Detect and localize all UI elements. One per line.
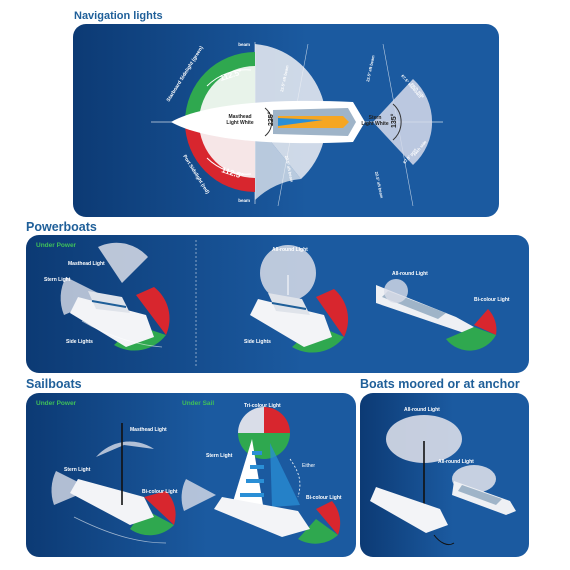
tricolour-red bbox=[264, 407, 290, 433]
allround-light-label-2: All-round Light bbox=[438, 459, 474, 465]
powerboats-panel: Under Power Masthead Light Stern Light S… bbox=[26, 235, 529, 373]
sail-bicolour-label: Bi-colour Light bbox=[142, 489, 178, 495]
beam-bottom-label: beam bbox=[238, 198, 250, 203]
under-power-label: Under Power bbox=[36, 242, 77, 249]
powerboats-title: Powerboats bbox=[26, 220, 97, 234]
masthead-light-sector bbox=[98, 242, 148, 283]
boat-sail-accent bbox=[278, 118, 323, 126]
tricolour-green bbox=[238, 433, 290, 459]
moored-sailboat-hull bbox=[370, 487, 448, 533]
bicolour-red bbox=[474, 309, 497, 335]
stern-sector-right bbox=[181, 479, 216, 511]
bicolour-green-right bbox=[298, 519, 338, 544]
moored-panel: All-round Light All-round Light bbox=[360, 393, 529, 557]
powerboat-hull-left bbox=[70, 297, 154, 347]
allround-light-right bbox=[384, 279, 408, 303]
sail-stern-label: Stern Light bbox=[64, 467, 91, 473]
under-sail-label: Under Sail bbox=[182, 400, 214, 407]
jib-sail bbox=[270, 443, 300, 507]
sail-masthead-label: Masthead Light bbox=[130, 427, 167, 433]
red-sidelight-left bbox=[136, 287, 170, 335]
aft-beam-top-right-label: 22.5° aft beam bbox=[365, 54, 376, 82]
stern-angle-label: 135° bbox=[390, 113, 398, 128]
stern-label-2: Light White bbox=[361, 121, 388, 127]
aft-beam-top-label: 22.5° aft beam bbox=[279, 64, 290, 92]
bicolour-red-sail bbox=[144, 491, 176, 525]
sailboats-title: Sailboats bbox=[26, 377, 82, 391]
sailboat-hull-left bbox=[70, 479, 154, 525]
aft-beam-bottom-label: 22.5° aft beam bbox=[284, 155, 295, 183]
powerboat-hull-mid bbox=[250, 299, 332, 347]
navigation-lights-title: Navigation lights bbox=[74, 10, 163, 22]
powerboat-cabin-left bbox=[88, 291, 130, 313]
either-label: Either bbox=[302, 463, 315, 469]
bicolour-light-label: Bi-colour Light bbox=[474, 297, 510, 303]
sail-bicolour-label-2: Bi-colour Light bbox=[306, 495, 342, 501]
masthead-angle-label: 225° bbox=[267, 111, 275, 126]
stern-light-label: Stern Light bbox=[44, 277, 71, 283]
tricolour-white-top bbox=[238, 407, 264, 433]
navigation-lights-panel: beam beam Starboard Sidelight (green) Po… bbox=[73, 24, 499, 217]
red-sidelight-mid bbox=[316, 289, 349, 337]
masthead-label-1: Masthead bbox=[228, 114, 251, 120]
masthead-light-label: Masthead Light bbox=[68, 261, 105, 267]
aft-beam-bottom-right-label: 22.5° aft beam bbox=[374, 171, 385, 199]
moored-diagram: All-round Light All-round Light bbox=[370, 407, 516, 546]
bicolour-red-right bbox=[316, 501, 341, 535]
bicolour-green bbox=[446, 327, 496, 351]
moored-title: Boats moored or at anchor bbox=[360, 377, 520, 391]
stern-light-sector-left bbox=[60, 277, 106, 315]
side-lights-label-mid: Side Lights bbox=[244, 339, 271, 345]
allround-light-circle-1 bbox=[386, 415, 462, 463]
stern-sector-sail bbox=[51, 471, 92, 505]
sail-stern-label-2: Stern Light bbox=[206, 453, 233, 459]
powerboats-diagram: Under Power Masthead Light Stern Light S… bbox=[36, 240, 510, 368]
allround-light-label-1: All-round Light bbox=[404, 407, 440, 413]
tricolour-label: Tri-colour Light bbox=[244, 403, 281, 409]
side-lights-label: Side Lights bbox=[66, 339, 93, 345]
sail-under-power-label: Under Power bbox=[36, 400, 77, 407]
masthead-label-2: Light White bbox=[226, 120, 253, 126]
beam-top-label: beam bbox=[238, 42, 250, 47]
allround-light-label-mid: All-round Light bbox=[272, 247, 308, 253]
navigation-diagram: beam beam Starboard Sidelight (green) Po… bbox=[151, 42, 443, 207]
masthead-sector-sail bbox=[96, 441, 154, 457]
powerboat-cabin-mid bbox=[268, 293, 310, 315]
stern-label-1: Stern bbox=[369, 115, 382, 121]
sailboat-hull-right bbox=[214, 497, 310, 537]
sailboats-diagram: Under Power Under Sail Masthead Light St… bbox=[36, 400, 342, 544]
moored-powerboat-deck bbox=[458, 485, 502, 505]
allround-light-label-right: All-round Light bbox=[392, 271, 428, 277]
sailboats-panel: Under Power Under Sail Masthead Light St… bbox=[26, 393, 356, 557]
allround-light-circle-mid bbox=[260, 245, 316, 301]
stern-sector bbox=[373, 79, 433, 165]
